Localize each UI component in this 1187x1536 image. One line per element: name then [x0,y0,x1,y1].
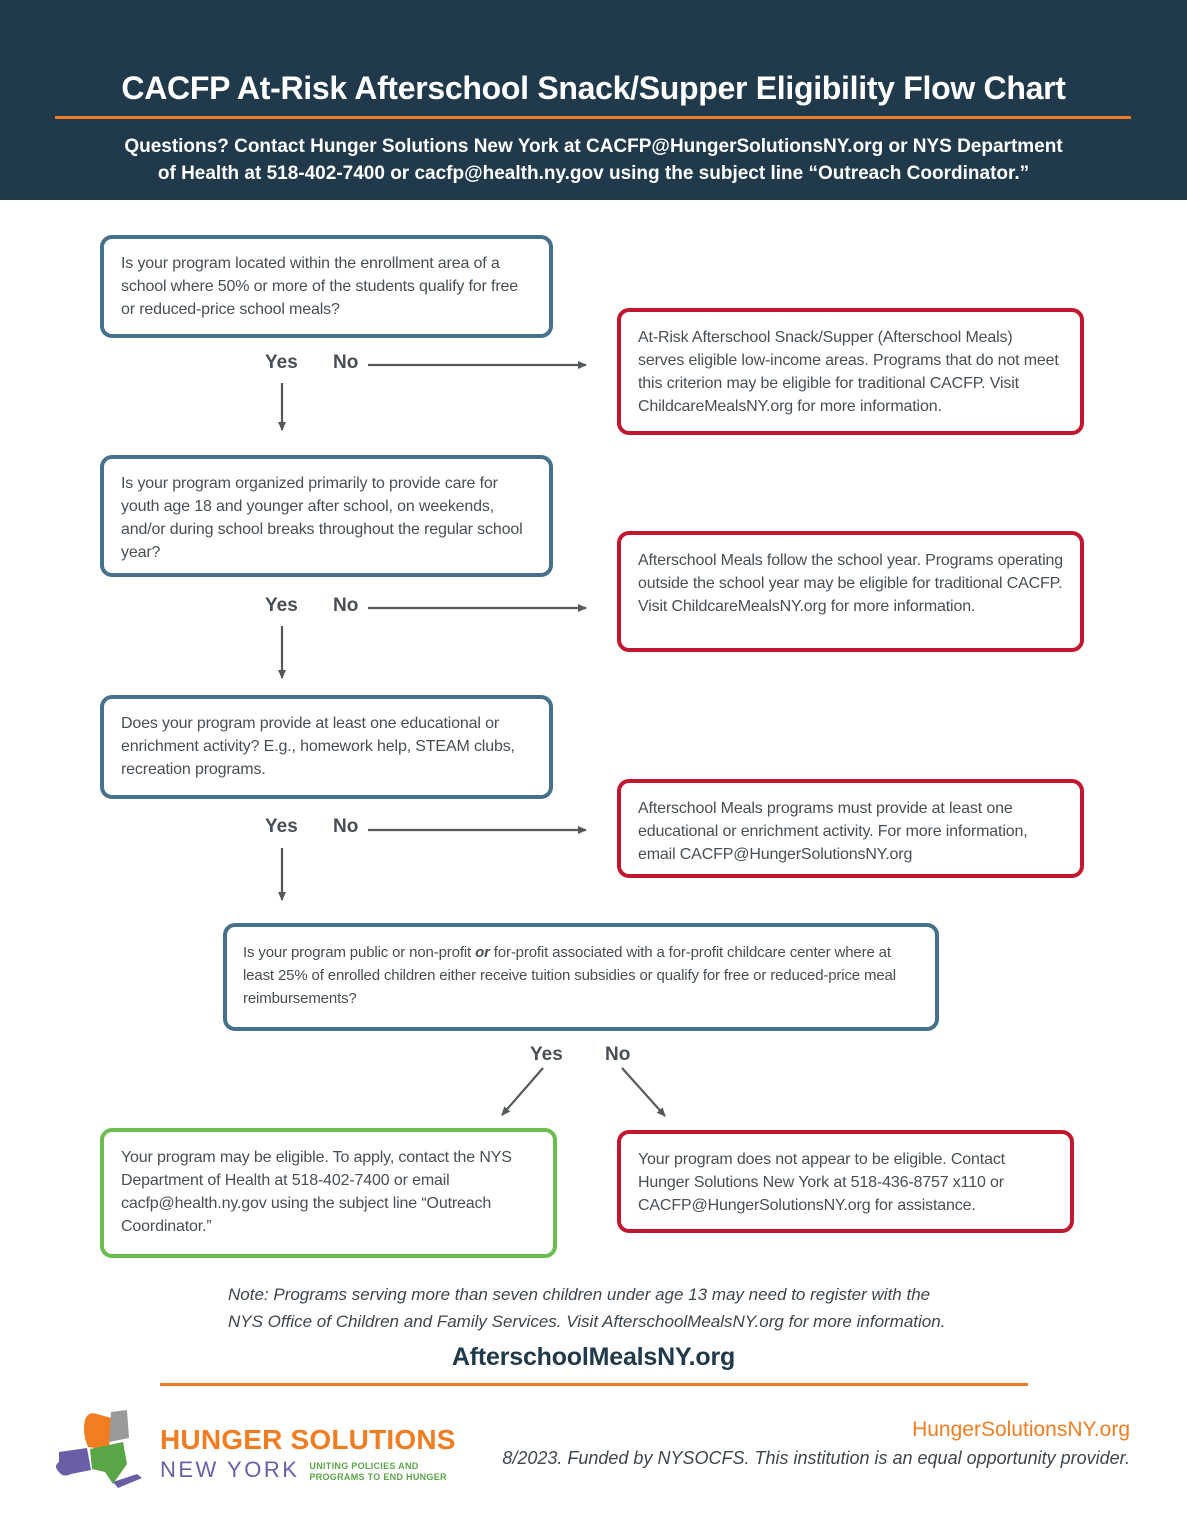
logo-tagline-line-1: UNITING POLICIES AND [309,1461,419,1471]
funding-credit: 8/2023. Funded by NYSOCFS. This institut… [502,1448,1130,1468]
logo-tagline: UNITING POLICIES AND PROGRAMS TO END HUN… [309,1457,446,1483]
decision-1-no-label: No [333,352,359,373]
question-box-1: Is your program located within the enrol… [100,235,553,338]
decision-2-yes-label: Yes [265,595,298,616]
footer-info: HungerSolutionsNY.org 8/2023. Funded by … [502,1418,1130,1469]
outcome-box-3: Afterschool Meals programs must provide … [617,779,1084,878]
afterschoolmealsny-link[interactable]: AfterschoolMealsNY.org [451,1343,736,1371]
contact-info: Questions? Contact Hunger Solutions New … [0,133,1187,187]
contact-line-2: of Health at 518-402-7400 or cacfp@healt… [157,163,1030,184]
decision-1-yes-label: Yes [265,352,298,373]
contact-line-1: Questions? Contact Hunger Solutions New … [124,136,1063,157]
outcome-box-not-eligible: Your program does not appear to be eligi… [617,1130,1074,1233]
question-4-text-before: Is your program public or non-profit [243,944,476,961]
footer-divider [160,1383,1028,1386]
logo-hunger-solutions-text: HUNGER SOLUTIONS [160,1424,456,1455]
hunger-solutions-logotype: HUNGER SOLUTIONS NEW YORK UNITING POLICI… [160,1424,456,1483]
note-line-1: Note: Programs serving more than seven c… [228,1285,931,1304]
ny-state-puzzle-logo-icon [56,1410,142,1488]
outcome-box-eligible: Your program may be eligible. To apply, … [100,1128,557,1258]
page-title: CACFP At-Risk Afterschool Snack/Supper E… [121,70,1066,106]
logo-new-york-text: NEW YORK [160,1457,300,1482]
logo-tagline-line-2: PROGRAMS TO END HUNGER [309,1472,447,1482]
question-4-or-emphasis: or [475,944,490,961]
question-box-2: Is your program organized primarily to p… [100,455,553,577]
question-4-text-after: for-profit associated with a for-profit … [243,944,896,1007]
question-box-3: Does your program provide at least one e… [100,695,553,799]
question-box-4: Is your program public or non-profit or … [223,923,939,1031]
note-line-2: NYS Office of Children and Family Servic… [228,1312,946,1331]
decision-4-no-label: No [605,1044,631,1065]
header-divider [55,116,1131,119]
decision-2-no-label: No [333,595,359,616]
hungersolutionsny-link[interactable]: HungerSolutionsNY.org [912,1418,1130,1441]
header-banner: CACFP At-Risk Afterschool Snack/Supper E… [0,0,1187,200]
decision-3-no-label: No [333,816,359,837]
registration-note: Note: Programs serving more than seven c… [228,1281,988,1335]
decision-4-yes-label: Yes [530,1044,563,1065]
outcome-box-1: At-Risk Afterschool Snack/Supper (Afters… [617,308,1084,435]
decision-3-yes-label: Yes [265,816,298,837]
outcome-box-2: Afterschool Meals follow the school year… [617,531,1084,652]
